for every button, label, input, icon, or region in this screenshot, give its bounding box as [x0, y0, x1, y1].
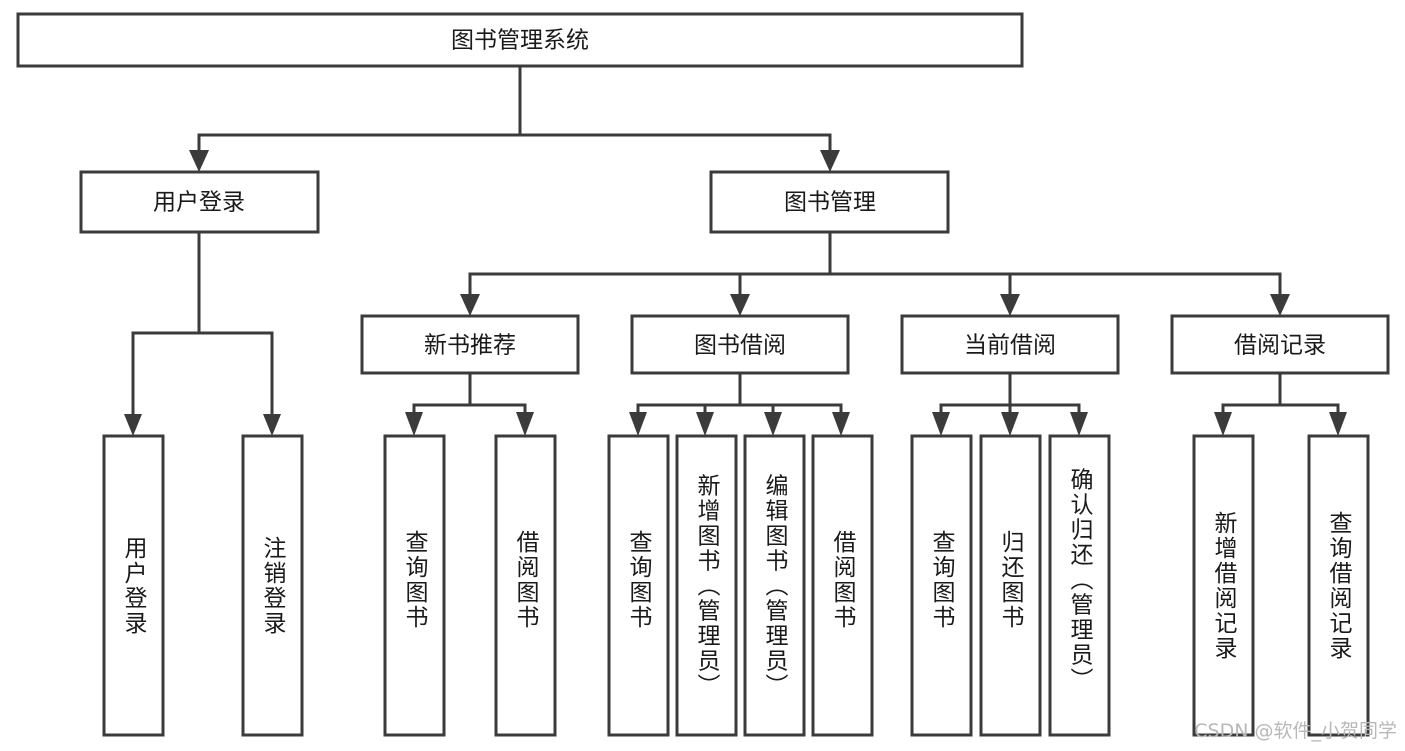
node-leaf-user-login[interactable]: 用户登录: [102, 434, 165, 737]
node-leaf-query-book-2-label: 查询图书: [625, 530, 653, 630]
node-new-book-recommend[interactable]: 新书推荐: [360, 314, 580, 375]
node-leaf-query-book-2-box[interactable]: [607, 434, 670, 737]
arrow-head-leaf-add-borrow-record: [1214, 412, 1232, 436]
connector-group-borrow-record: [1214, 371, 1347, 436]
node-leaf-add-borrow-record-box[interactable]: [1192, 434, 1255, 737]
arrow-head-leaf-query-book-1: [405, 412, 423, 436]
arrow-head-leaf-logout-login: [263, 414, 281, 436]
node-current-borrow[interactable]: 当前借阅: [900, 314, 1120, 375]
node-book-borrow-label: 图书借阅: [694, 333, 786, 359]
connector-group-book-management: [460, 230, 1290, 316]
node-borrow-record[interactable]: 借阅记录: [1170, 314, 1390, 375]
node-book-management-label: 图书管理: [784, 190, 876, 216]
arrow-head-borrow-record: [1270, 294, 1290, 316]
node-leaf-edit-book-admin-label: 编辑图书（管理员）: [761, 474, 789, 699]
arrow-head-book-borrow: [730, 294, 750, 316]
node-leaf-add-borrow-record[interactable]: 新增借阅记录: [1192, 434, 1255, 737]
node-leaf-query-borrow-record-box[interactable]: [1307, 434, 1370, 737]
connector-group-book-borrow: [629, 371, 850, 436]
node-leaf-return-book-box[interactable]: [979, 434, 1042, 737]
node-leaf-add-book-admin-box[interactable]: [675, 434, 738, 737]
arrow-head-leaf-borrow-book-2: [832, 412, 850, 436]
node-leaf-query-book-3[interactable]: 查询图书: [910, 434, 973, 737]
arrow-head-leaf-confirm-return-admin: [1070, 412, 1088, 436]
node-leaf-borrow-book-1-label: 借阅图书: [512, 530, 540, 630]
node-root-label: 图书管理系统: [451, 28, 589, 54]
node-leaf-logout-login[interactable]: 注销登录: [241, 434, 304, 737]
connector-group-user-login: [124, 230, 281, 436]
node-borrow-record-label: 借阅记录: [1234, 333, 1326, 359]
node-leaf-user-login-box[interactable]: [102, 434, 165, 737]
node-book-borrow[interactable]: 图书借阅: [630, 314, 850, 375]
arrow-head-leaf-borrow-book-1: [516, 412, 534, 436]
node-leaf-return-book[interactable]: 归还图书: [979, 434, 1042, 737]
node-leaf-user-login-label: 用户登录: [120, 536, 148, 636]
node-leaf-borrow-book-2-box[interactable]: [811, 434, 874, 737]
node-book-management[interactable]: 图书管理: [709, 170, 950, 234]
node-current-borrow-box[interactable]: [900, 314, 1120, 375]
node-leaf-edit-book-admin[interactable]: 编辑图书（管理员）: [743, 434, 806, 737]
arrow-head-leaf-add-book-admin: [696, 412, 714, 436]
connector-group-current-borrow: [932, 371, 1088, 436]
node-root[interactable]: 图书管理系统: [16, 12, 1024, 68]
node-leaf-borrow-book-1[interactable]: 借阅图书: [494, 434, 557, 737]
arrow-head-current-borrow: [1000, 294, 1020, 316]
node-new-book-recommend-label: 新书推荐: [424, 333, 516, 359]
node-book-management-box[interactable]: [709, 170, 950, 234]
node-leaf-add-book-admin-label: 新增图书（管理员）: [693, 474, 721, 699]
node-leaf-logout-login-box[interactable]: [241, 434, 304, 737]
node-leaf-borrow-book-2[interactable]: 借阅图书: [811, 434, 874, 737]
node-leaf-query-book-2[interactable]: 查询图书: [607, 434, 670, 737]
node-leaf-query-book-1[interactable]: 查询图书: [383, 434, 446, 737]
arrow-head-leaf-query-borrow-record: [1329, 412, 1347, 436]
arrow-head-new-book-recommend: [460, 294, 480, 316]
node-leaf-confirm-return-admin-box[interactable]: [1048, 434, 1111, 737]
arrow-head-leaf-query-book-2: [629, 412, 647, 436]
node-leaf-return-book-label: 归还图书: [997, 530, 1025, 630]
node-leaf-query-book-1-label: 查询图书: [401, 530, 429, 630]
arrow-head-leaf-edit-book-admin: [764, 412, 782, 436]
node-leaf-borrow-book-1-box[interactable]: [494, 434, 557, 737]
node-leaf-query-book-1-box[interactable]: [383, 434, 446, 737]
node-borrow-record-box[interactable]: [1170, 314, 1390, 375]
node-leaf-logout-login-label: 注销登录: [259, 536, 287, 636]
arrow-head-user-login: [189, 150, 209, 172]
node-leaf-confirm-return-admin[interactable]: 确认归还（管理员）: [1048, 434, 1111, 737]
node-user-login-label: 用户登录: [153, 190, 245, 216]
node-book-borrow-box[interactable]: [630, 314, 850, 375]
node-leaf-query-borrow-record-label: 查询借阅记录: [1325, 511, 1353, 661]
arrow-head-leaf-user-login: [124, 414, 142, 436]
connector-group-root: [189, 64, 840, 172]
node-leaf-confirm-return-admin-label: 确认归还（管理员）: [1066, 468, 1094, 693]
arrow-head-book-management: [820, 150, 840, 172]
node-user-login[interactable]: 用户登录: [79, 170, 320, 234]
node-leaf-query-book-3-label: 查询图书: [928, 530, 956, 630]
node-new-book-recommend-box[interactable]: [360, 314, 580, 375]
node-root-box[interactable]: [16, 12, 1024, 68]
node-leaf-add-borrow-record-label: 新增借阅记录: [1210, 511, 1238, 661]
arrow-head-leaf-query-book-3: [932, 412, 950, 436]
arrow-head-leaf-return-book: [1001, 412, 1019, 436]
connector-group-new-book-recommend: [405, 371, 534, 436]
node-leaf-query-borrow-record[interactable]: 查询借阅记录: [1307, 434, 1370, 737]
node-leaf-edit-book-admin-box[interactable]: [743, 434, 806, 737]
node-user-login-box[interactable]: [79, 170, 320, 234]
node-leaf-borrow-book-2-label: 借阅图书: [829, 530, 857, 630]
node-current-borrow-label: 当前借阅: [964, 333, 1056, 359]
node-leaf-add-book-admin[interactable]: 新增图书（管理员）: [675, 434, 738, 737]
node-leaf-query-book-3-box[interactable]: [910, 434, 973, 737]
